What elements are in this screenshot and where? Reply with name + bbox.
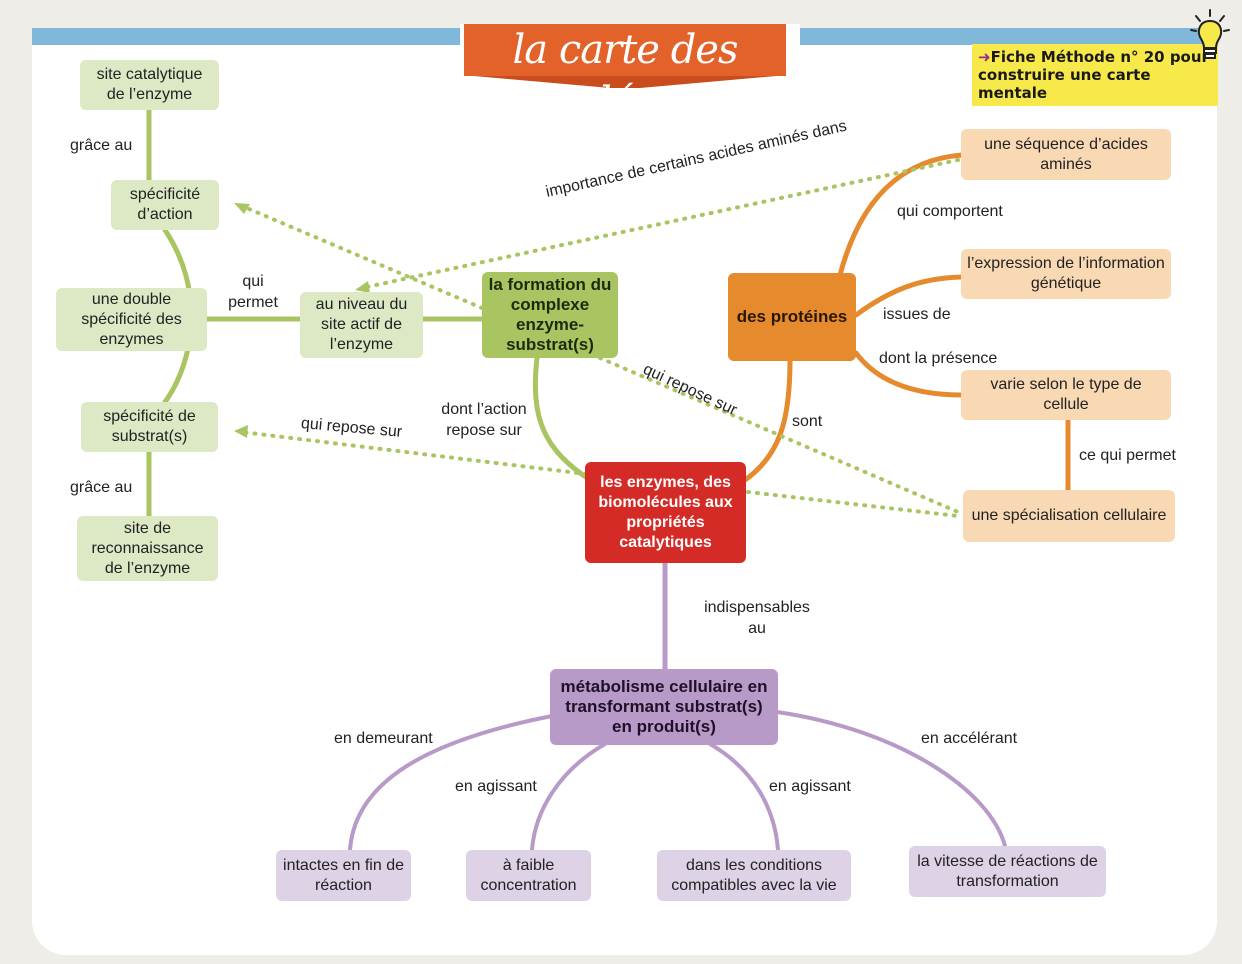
node-varie-type: varie selon le type de cellule: [961, 370, 1171, 420]
link-proteines-sequence: [837, 152, 965, 278]
label-indispensables: indispensables au: [704, 599, 810, 637]
node-specificite-substrat: spécificité de substrat(s): [81, 402, 218, 452]
node-enzymes: les enzymes, des biomolécules aux propri…: [585, 462, 746, 563]
dotted-enzymes-specialisation: [746, 490, 960, 518]
link-proteines-enzymes: [742, 357, 793, 483]
label-en-agissant-1: en agissant: [455, 778, 537, 795]
node-niveau-site-actif: au niveau du site actif de l’enzyme: [300, 292, 423, 358]
node-conditions: dans les conditions compatibles avec la …: [657, 850, 851, 901]
node-sequence-acides: une séquence d’acides aminés: [961, 129, 1171, 180]
label-en-demeurant: en demeurant: [334, 730, 433, 747]
link-proteines-varie: [853, 350, 965, 398]
label-qui-permet: qui permet: [228, 273, 278, 311]
arrowhead-specificite-action: [234, 203, 250, 214]
node-specificite-action: spécificité d’action: [111, 180, 219, 230]
node-proteines: des protéines: [728, 273, 856, 361]
dotted-formation-specialisation: [598, 356, 960, 514]
dotted-enzymes-substrat: [240, 430, 588, 476]
node-site-catalytique: site catalytique de l’enzyme: [80, 60, 219, 110]
node-intactes: intactes en fin de réaction: [276, 850, 411, 901]
dotted-sequence-niveau: [360, 158, 960, 290]
link-metabolisme-faible: [530, 742, 607, 852]
node-faible-conc: à faible concentration: [466, 850, 591, 901]
node-metabolisme: métabolisme cellulaire en transformant s…: [550, 669, 778, 745]
node-specialisation: une spécialisation cellulaire: [963, 490, 1175, 542]
label-grace-au-1: grâce au: [70, 137, 133, 154]
lightbulb-icon: [1190, 9, 1230, 59]
label-dont-presence: dont la présence: [879, 350, 998, 367]
label-grace-au-2: grâce au: [70, 479, 133, 496]
label-issues-de: issues de: [883, 306, 951, 323]
dotted-formation-specificite: [240, 204, 484, 310]
node-formation-complexe: la formation du complexe enzyme-substrat…: [482, 272, 618, 358]
label-sont: sont: [792, 413, 823, 430]
label-qui-comportent: qui comportent: [897, 203, 1003, 220]
node-double-specificite: une double spécificité des enzymes: [56, 288, 207, 351]
arrowhead-niveau-site: [355, 281, 370, 293]
link-metabolisme-vitesse: [775, 710, 1007, 848]
arrow-icon: ➜: [978, 48, 991, 66]
link-metabolisme-intactes: [348, 714, 554, 852]
link-formation-enzymes: [532, 355, 593, 483]
node-vitesse: la vitesse de réactions de transformatio…: [909, 846, 1106, 897]
label-en-accelerant: en accélérant: [921, 730, 1018, 747]
arrowhead-specificite-substrat: [234, 425, 248, 438]
node-expression-info: l’expression de l’information génétique: [961, 249, 1171, 299]
link-proteines-expression: [853, 274, 965, 318]
node-site-reconnaissance: site de reconnaissance de l’enzyme: [77, 516, 218, 581]
page-title: la carte des idées: [464, 24, 786, 125]
label-ce-qui-permet: ce qui permet: [1079, 447, 1176, 464]
methode-text: Fiche Méthode n° 20 pour construire une …: [978, 48, 1209, 102]
label-dont-action: dont l’action repose sur: [441, 401, 527, 439]
link-metabolisme-conditions: [708, 742, 780, 852]
methode-note: ➜Fiche Méthode n° 20 pour construire une…: [972, 44, 1218, 106]
label-en-agissant-2: en agissant: [769, 778, 851, 795]
